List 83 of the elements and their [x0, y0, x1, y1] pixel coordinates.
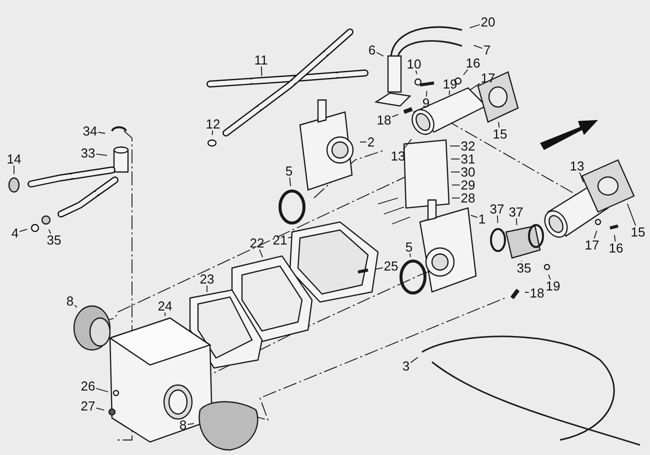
callout-number: 18: [528, 286, 546, 300]
callout-number: 20: [480, 16, 496, 28]
callout-number: 25: [382, 260, 400, 272]
leader-line: [74, 304, 78, 308]
leader-line: [473, 44, 483, 49]
callout-number: 13: [568, 160, 586, 172]
leader-line: [288, 236, 293, 238]
callout-number: 7: [482, 44, 492, 56]
leader-line: [409, 253, 411, 258]
leader-line: [206, 285, 208, 292]
leader-line: [289, 177, 292, 186]
leader-line: [375, 267, 384, 270]
leader-line: [402, 138, 412, 150]
callout-number: 29: [460, 178, 476, 192]
leader-line: [187, 423, 194, 425]
leader-line: [470, 214, 478, 218]
callout-number: 17: [584, 238, 600, 252]
callout-number: 3: [401, 360, 411, 372]
callout-number: 35: [46, 234, 62, 246]
leader-line: [614, 234, 616, 242]
callout-number: 35: [516, 262, 532, 274]
callout-number: 22: [248, 236, 266, 250]
callout-number: 4: [10, 226, 20, 240]
callout-number: 31: [460, 152, 476, 166]
callout-number: 28: [460, 192, 476, 204]
callout-number: 8: [65, 294, 75, 308]
leader-line: [463, 69, 468, 76]
callout-number: 15: [492, 128, 508, 140]
callout-number: 37: [488, 202, 506, 216]
leader-line: [98, 132, 106, 134]
leader-line: [376, 52, 384, 57]
leader-line: [548, 274, 551, 280]
callout-number: 11: [253, 54, 269, 66]
leader-line: [452, 184, 460, 186]
callout-number: 19: [544, 280, 562, 292]
callout-number: 12: [204, 118, 222, 130]
callout-number: 16: [464, 56, 482, 70]
callout-number: 37: [508, 206, 524, 218]
leader-line: [48, 229, 52, 234]
callout-number: 14: [6, 152, 22, 166]
callout-number: 33: [80, 146, 96, 160]
callout-number: 21: [272, 234, 288, 246]
callout-number: 8: [178, 418, 188, 432]
leader-line: [415, 70, 418, 75]
leader-line: [259, 249, 263, 258]
leader-line: [96, 154, 108, 156]
callout-number: 15: [630, 226, 646, 238]
callout-number: 10: [406, 58, 422, 70]
leader-line: [626, 203, 636, 226]
leader-line: [470, 83, 480, 90]
callout-number: 27: [80, 400, 96, 412]
leader-line: [212, 130, 214, 136]
leader-line: [579, 172, 584, 183]
leader-line: [498, 122, 500, 128]
callout-number: 16: [608, 242, 624, 254]
leader-line: [516, 218, 518, 226]
callout-number: 1: [477, 212, 487, 226]
leader-line: [496, 215, 498, 224]
callout-number: 24: [156, 300, 174, 312]
leader-line: [392, 114, 399, 118]
callout-number: 19: [442, 78, 458, 90]
callout-number: 18: [376, 114, 392, 126]
callout-number: 34: [82, 124, 98, 138]
callout-number: 5: [284, 164, 294, 178]
leader-line: [426, 90, 428, 97]
leader-line: [96, 388, 109, 392]
leader-line: [594, 230, 598, 239]
leader-line: [164, 312, 166, 316]
callout-number: 5: [404, 240, 414, 254]
leader-line: [448, 90, 450, 96]
callout-number: 26: [80, 380, 96, 392]
callout-number: 23: [198, 272, 216, 286]
callout-number: 2: [366, 136, 376, 148]
callout-number: 6: [367, 44, 377, 56]
leader-line: [260, 66, 262, 76]
leader-line: [410, 356, 418, 364]
leader-line: [469, 24, 480, 28]
leader-line: [19, 228, 28, 232]
leader-line: [96, 408, 105, 410]
leader-line: [524, 292, 530, 293]
leader-line: [450, 158, 460, 160]
callout-number: 30: [460, 166, 476, 178]
callout-number: 32: [460, 140, 476, 152]
